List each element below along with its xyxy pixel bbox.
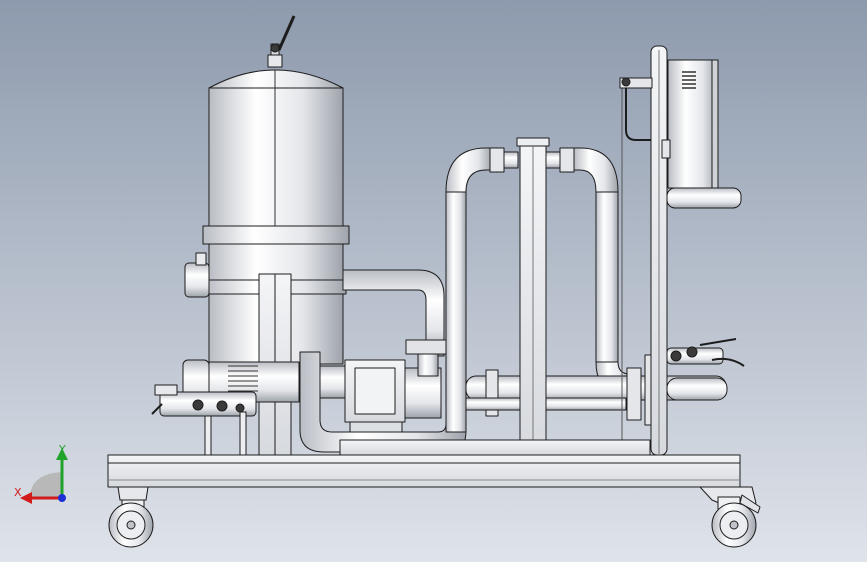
top-flange-right xyxy=(559,147,575,173)
vent-valve-top[interactable] xyxy=(267,15,296,68)
vessel-dome-lid xyxy=(208,69,344,89)
outlet-valve-right[interactable] xyxy=(666,338,745,401)
filter-vessel[interactable] xyxy=(184,69,350,455)
riser-pipe-right xyxy=(595,191,619,363)
lower-support-rail xyxy=(339,439,651,456)
sensor-cable xyxy=(625,80,651,141)
triad-x-arrow xyxy=(20,492,32,504)
base-frame[interactable] xyxy=(107,454,741,488)
ball-valve-handle xyxy=(192,399,204,411)
triad-z-axis xyxy=(58,494,66,502)
triad-x-label: X xyxy=(14,486,22,499)
center-column[interactable] xyxy=(516,137,550,456)
filtration-skid-model[interactable] xyxy=(107,15,761,548)
inlet-manifold-left[interactable] xyxy=(151,384,257,456)
top-flange-left xyxy=(489,147,505,173)
orientation-triad: Y X xyxy=(14,443,68,504)
control-panel-box[interactable] xyxy=(661,59,742,209)
panel-outlet-pipe xyxy=(666,187,742,209)
caster-wheel-left[interactable] xyxy=(108,486,154,548)
vessel-flange xyxy=(202,225,350,245)
outlet-flange xyxy=(405,339,453,355)
caster-brake-pedal xyxy=(739,494,761,514)
riser-pipe-left xyxy=(445,191,467,433)
caster-wheel-right[interactable] xyxy=(699,486,761,548)
triad-y-label: Y xyxy=(58,443,66,456)
vessel-side-nozzle xyxy=(184,262,210,298)
control-panel-vents xyxy=(682,71,696,89)
triad-y-arrow xyxy=(56,448,68,460)
triad-plane xyxy=(30,472,62,498)
